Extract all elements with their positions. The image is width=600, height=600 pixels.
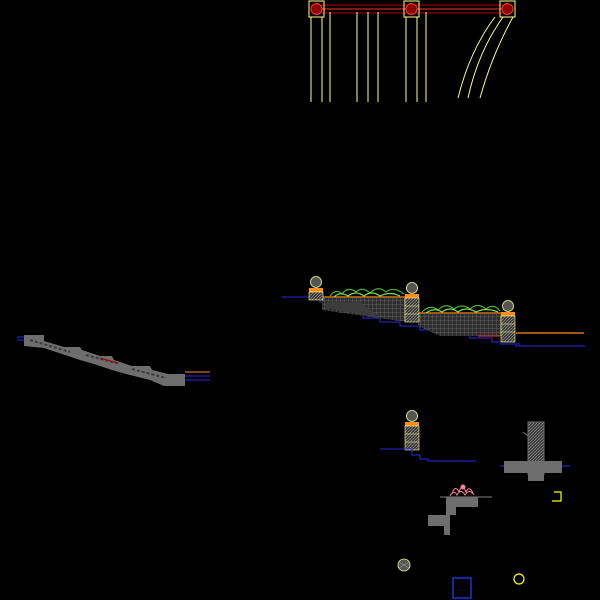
pergola-post-caps [308,0,516,18]
pergola-elevation [308,0,516,102]
ornament-ball-symbol [397,558,411,572]
corner-marker [552,491,562,502]
pier-detail [380,410,476,462]
ramp-accent-line [99,357,119,364]
pergola-posts [310,12,427,102]
pier-left [308,276,324,301]
stepped-ramp-section [17,335,210,386]
circle-marker [513,573,525,585]
planter-coping [322,296,584,337]
ramp-mass [24,335,185,386]
planter-section [282,276,585,347]
stepped-footing-detail [428,484,492,535]
shrub-groundcover [329,288,501,314]
ramp-edge-dashes [29,339,167,379]
soil-mass [322,298,502,336]
pergola-curved-members [457,16,514,99]
marker-box-label: --- [457,588,466,594]
marker-box[interactable]: --- [452,577,472,599]
flower-planting [449,484,475,497]
wall-footing-detail [500,421,570,502]
ramp-grade-lines [17,336,210,381]
pier-right [500,300,516,343]
pier-middle [404,282,420,323]
